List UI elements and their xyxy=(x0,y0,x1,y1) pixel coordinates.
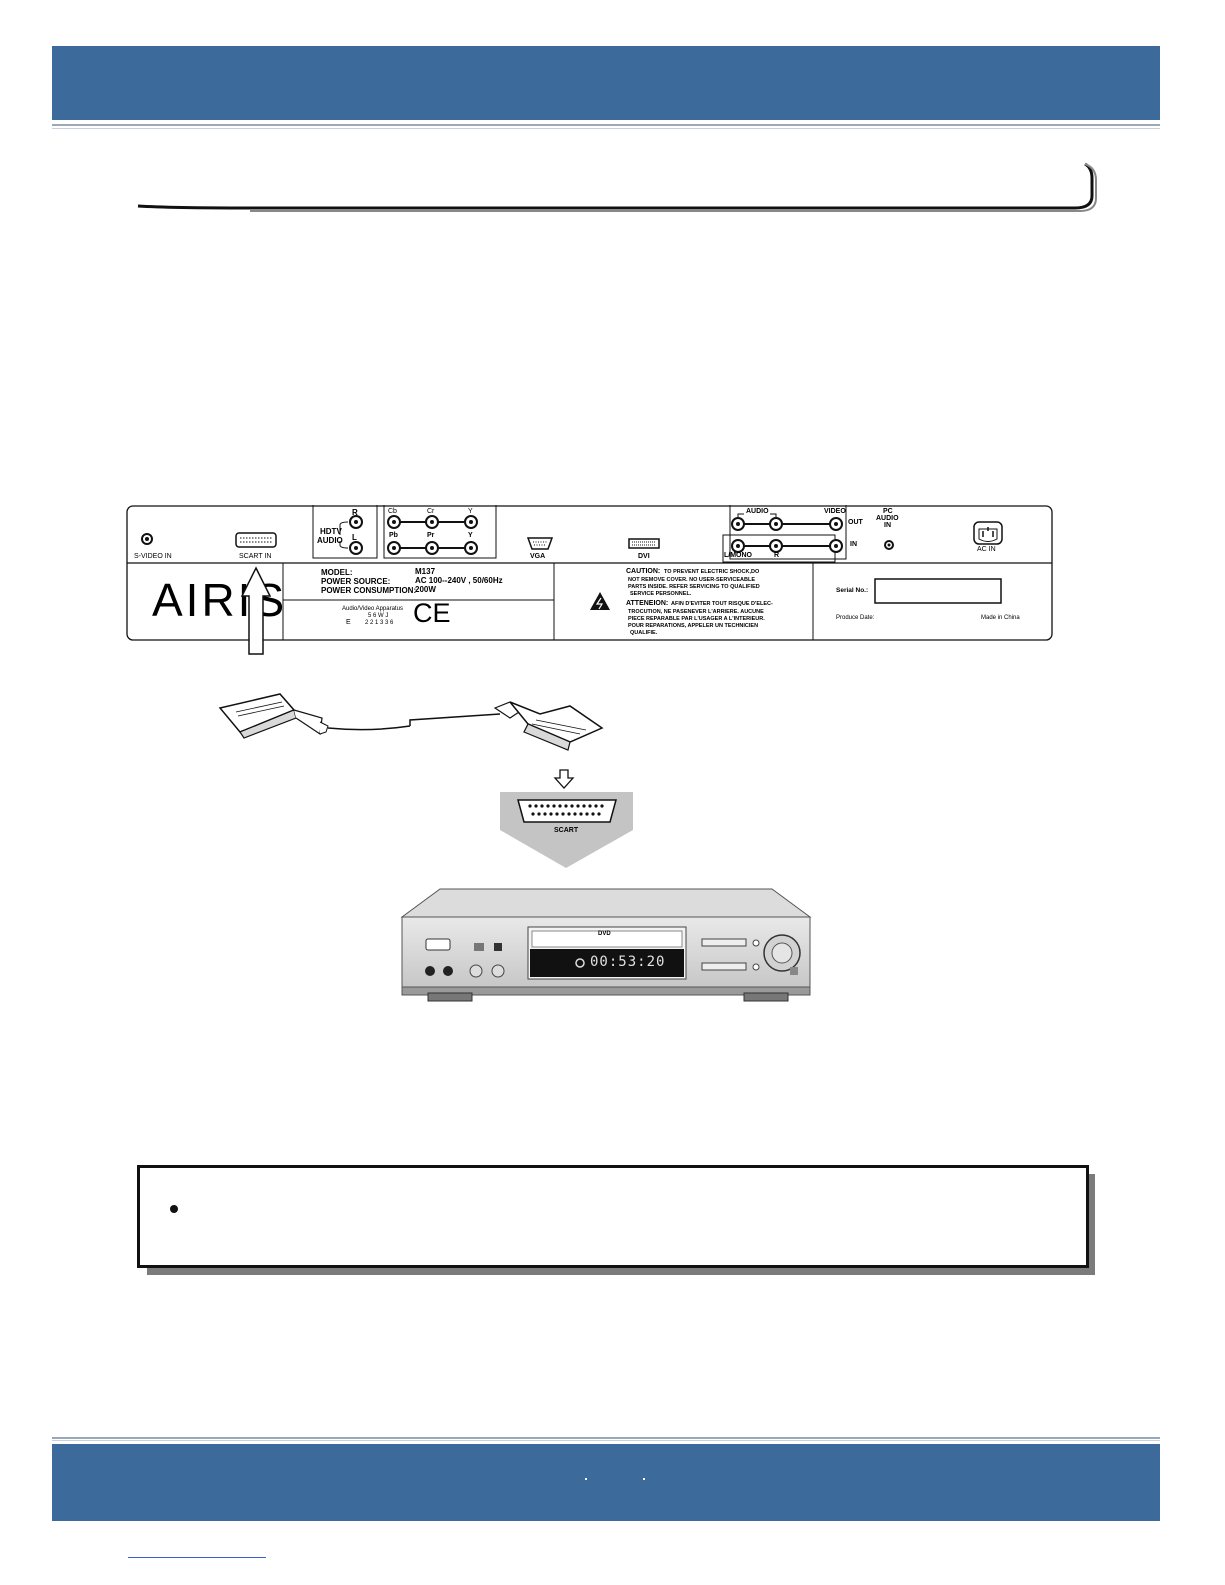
dvd-player-body xyxy=(400,888,812,1002)
note-bullet xyxy=(170,1205,178,1213)
caution-line-3: PARTS INSIDE. REFER SERVICING TO QUALIFI… xyxy=(628,584,760,590)
scart-cable xyxy=(218,693,604,751)
pb-label: Pb xyxy=(389,532,398,539)
footer-band xyxy=(52,1444,1160,1521)
attention-line-5: QUALIFIE. xyxy=(630,630,658,636)
apparatus-label: Audio/Video Apparatus xyxy=(342,606,403,612)
audio-out-label: AUDIO xyxy=(746,508,769,515)
ac-in-label: AC IN xyxy=(977,546,996,553)
serial-label: Serial No.: xyxy=(836,587,869,594)
rear-panel-outline xyxy=(126,505,1053,641)
scart-label: SCART xyxy=(554,827,579,834)
footer-dot xyxy=(585,1478,587,1480)
cb-label: Cb xyxy=(388,508,397,515)
caution-heading: CAUTION: xyxy=(626,568,661,575)
r-in-label: R xyxy=(774,552,780,559)
header-band xyxy=(52,46,1160,120)
pc-label: PC xyxy=(883,508,893,515)
pc-in-label: IN xyxy=(884,522,891,529)
listing-number: 2 2 1 3 3 6 xyxy=(365,620,394,626)
cr-label: Cr xyxy=(427,508,435,515)
audio-r-label: R xyxy=(352,508,358,517)
caution-line-4: SERVICE PERSONNEL. xyxy=(630,591,692,597)
footer-link-underline[interactable] xyxy=(128,1557,266,1558)
scart-in-label: SCART IN xyxy=(239,553,272,560)
attention-line-2: TROCUTION, NE PASENEVER L'ARRIERE. AUCUN… xyxy=(628,609,764,615)
footer-dot xyxy=(643,1478,645,1480)
audio-l-label: L xyxy=(352,533,357,542)
rear-panel: S-VIDEO IN SCART IN R HDTV AUDIO L Cb Cr… xyxy=(126,505,1054,642)
caution-line-2: NOT REMOVE COVER. NO USER-SERVICEABLE xyxy=(628,577,756,583)
out-label: OUT xyxy=(848,519,863,526)
footer-rule xyxy=(52,1437,1160,1439)
attention-line-1: AFIN D'EVITER TOUT RISQUE D'ELEC- xyxy=(671,601,773,607)
hdtv-label: HDTV xyxy=(320,527,342,536)
header-rule xyxy=(52,124,1160,126)
y-bottom-label: Y xyxy=(468,532,473,539)
model-label: MODEL: xyxy=(321,568,353,577)
attention-line-4: POUR REPARATIONS, APPELER UN TECHNICIEN xyxy=(628,623,759,629)
made-in-label: Made in China xyxy=(981,615,1020,621)
power-consumption-value: 200W xyxy=(415,585,436,594)
hdtv-audio-label: AUDIO xyxy=(317,536,343,545)
dvd-display-time: 00:53:20 xyxy=(590,954,666,970)
dvi-label: DVI xyxy=(638,553,650,560)
note-box xyxy=(137,1165,1089,1268)
attention-heading: ATTENEION: xyxy=(626,600,669,607)
svideo-in-label: S-VIDEO IN xyxy=(134,553,172,560)
insert-arrow xyxy=(240,566,272,655)
ce-mark: CE xyxy=(413,598,451,628)
attention-line-3: PIECE REPARABLE PAR L'USAGER A L'INTERIE… xyxy=(628,616,765,622)
power-consumption-label: POWER CONSUMPTION: xyxy=(321,586,417,595)
scart-socket-callout xyxy=(500,792,633,868)
produce-date-label: Produce Date: xyxy=(836,615,875,621)
model-value: M137 xyxy=(415,567,436,576)
pc-audio-label: AUDIO xyxy=(876,515,899,522)
l-mono-label: L/MONO xyxy=(724,552,752,559)
dvd-player: DVD 00:53:20 xyxy=(400,887,812,1003)
listing-code: 5 6 W J xyxy=(368,613,389,619)
caution-line-1: TO PREVENT ELECTRIC SHOCK,DO xyxy=(664,569,760,575)
power-source-value: AC 100--240V , 50/60Hz xyxy=(415,576,503,585)
video-out-label: VIDEO xyxy=(824,508,846,515)
footer-rule-thin xyxy=(52,1440,1160,1441)
y-top-label: Y xyxy=(468,508,473,515)
pr-label: Pr xyxy=(427,532,435,539)
vga-label: VGA xyxy=(530,553,546,560)
header-rule-thin xyxy=(52,128,1160,129)
down-arrow-icon xyxy=(553,769,575,789)
power-source-label: POWER SOURCE: xyxy=(321,577,391,586)
listing-e: E xyxy=(346,619,351,626)
dvd-logo: DVD xyxy=(598,931,611,937)
section-title-frame xyxy=(137,162,1097,212)
in-label: IN xyxy=(850,541,857,548)
